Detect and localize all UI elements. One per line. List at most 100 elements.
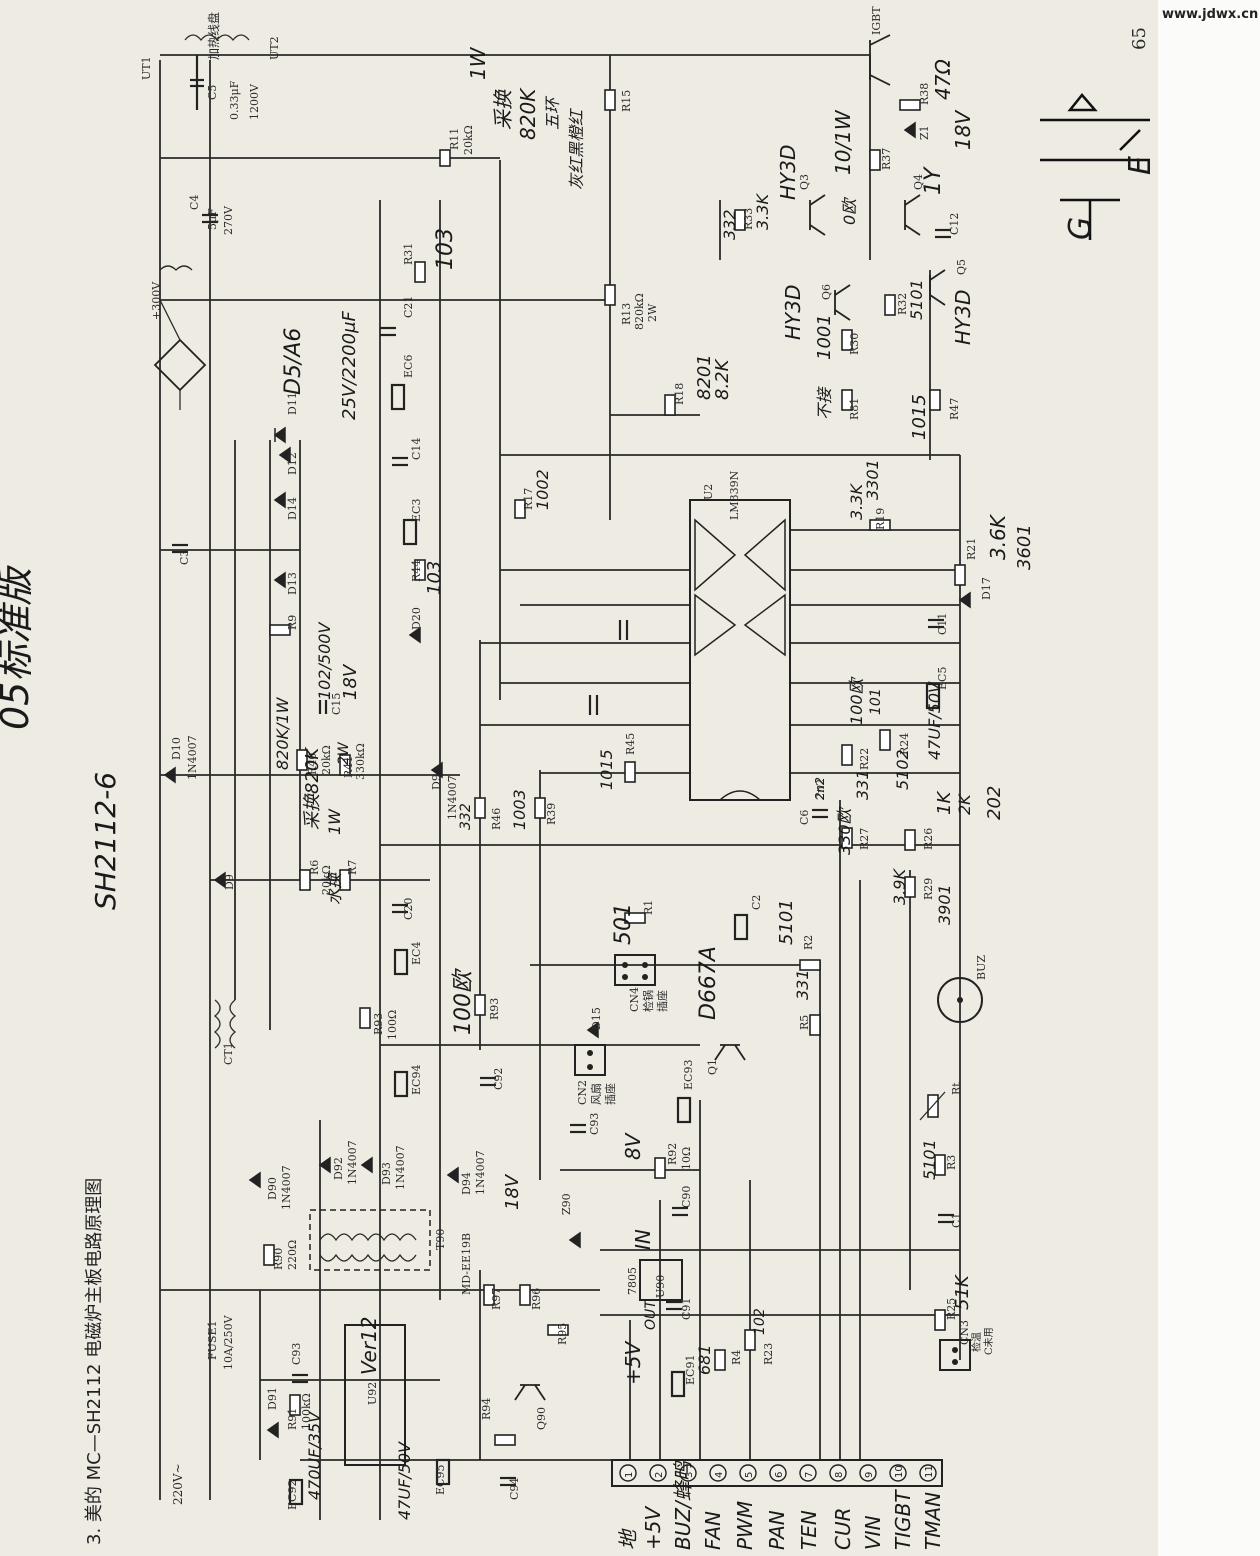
label-r81: R81 <box>848 398 861 420</box>
label-r90: R90 <box>272 1248 285 1270</box>
resistor-r3 <box>934 1154 946 1176</box>
label-r37: R37 <box>880 148 893 170</box>
note-8v: 8V <box>621 1132 645 1160</box>
label-c6: C6 <box>798 810 811 825</box>
diode-d92 <box>318 1156 331 1174</box>
label-q4: Q4 <box>912 174 925 190</box>
label-c4-value: 5μF <box>206 208 219 230</box>
resistor-r39 <box>534 797 546 819</box>
note-hy3d-q6: HY3D <box>781 285 805 340</box>
resistor-r47 <box>929 389 941 411</box>
diode-d94 <box>446 1166 459 1184</box>
label-d93-part: 1N4007 <box>394 1145 407 1190</box>
note-3-9k: 3.9K <box>890 868 909 905</box>
terminal-label-10: TIGBT <box>891 1489 915 1550</box>
label-r41-value: 330kΩ <box>354 743 367 780</box>
note-5101: 5101 <box>907 279 926 320</box>
terminal-pin-number: 11 <box>924 1465 935 1478</box>
note-0r: 0欧 <box>840 196 859 225</box>
resistor-r91 <box>289 1394 301 1416</box>
capacitor-c11 <box>928 618 944 629</box>
note-1001: 1001 <box>814 314 835 360</box>
label-r11-value: 20kΩ <box>462 125 475 155</box>
note-681: 681 <box>695 1344 714 1375</box>
label-q3: Q3 <box>798 174 811 190</box>
capacitor-c94 <box>500 1476 516 1487</box>
label-cn2-desc: 风扇 <box>589 1083 603 1105</box>
label-7805: 7805 <box>626 1267 639 1295</box>
bridge-rectifier <box>153 299 207 410</box>
terminal-pin <box>799 1464 817 1482</box>
ic-u90-7805 <box>639 1259 683 1301</box>
terminal-label-1: 地 <box>616 1528 640 1550</box>
label-r7: R7 <box>346 860 359 875</box>
diode-d91 <box>266 1421 279 1439</box>
label-ec92: EC92 <box>286 1480 299 1510</box>
label-ut2: UT2 <box>268 36 281 60</box>
note-5102: 5102 <box>893 749 912 790</box>
label-r92: R92 <box>666 1143 679 1165</box>
capacitor-c92 <box>480 1076 496 1087</box>
note-ec92: 470UF/35V <box>305 1411 324 1500</box>
label-c94: C94 <box>508 1478 521 1500</box>
resistor-r11 <box>439 149 451 167</box>
label-fuse1-rating: 10A/250V <box>222 1314 235 1370</box>
label-cn2: CN2 <box>576 1080 589 1105</box>
label-d13: D13 <box>286 572 299 595</box>
label-r23: R23 <box>762 1343 775 1365</box>
terminal-pin <box>829 1464 847 1482</box>
label-r39: R39 <box>545 803 558 825</box>
note-r6-1w: 1W <box>325 808 344 835</box>
label-r90-value: 220Ω <box>286 1240 299 1270</box>
ic-u92 <box>344 1324 406 1466</box>
terminal-pin-number: 2 <box>654 1472 665 1478</box>
note-r6-820k: 采换820K <box>302 747 323 830</box>
label-r92-value: 10Ω <box>680 1147 693 1170</box>
label-ec95: EC95 <box>434 1465 447 1495</box>
capacitor-ec92 <box>288 1478 304 1506</box>
capacitor-ec3 <box>402 518 418 546</box>
label-r40: R40 <box>306 753 319 775</box>
label-u90: U90 <box>654 1275 667 1298</box>
transistor-q5 <box>929 269 946 306</box>
label-r1: R1 <box>642 900 655 915</box>
transistor-q90 <box>514 1384 546 1401</box>
diode-d90 <box>248 1171 261 1189</box>
connector-cn2 <box>574 1044 606 1076</box>
note-ec95: 47UF/50V <box>395 1441 414 1520</box>
resistor-r93 <box>359 1007 371 1029</box>
label-r47: R47 <box>948 398 961 420</box>
note-18v-c: 18V <box>951 110 975 150</box>
note-r17-1002: 1002 <box>533 469 552 510</box>
note-202: 202 <box>984 786 1005 820</box>
comparator-b <box>694 518 737 592</box>
note-25v-2200uf: 25V/2200μF <box>339 310 360 420</box>
note-3-3k-b: 3.3K <box>847 483 866 520</box>
resistor-r22 <box>841 744 853 766</box>
note-r93-100: 100欧 <box>451 968 476 1035</box>
label-q1: Q1 <box>706 1059 719 1075</box>
label-c5-value: 0.33μF <box>228 80 241 120</box>
terminal-pin-number: 8 <box>834 1472 845 1478</box>
label-c2: C2 <box>750 895 763 910</box>
resistor-r95 <box>547 1324 569 1336</box>
label-c3: C3 <box>178 550 191 565</box>
label-r3: R3 <box>945 1155 958 1170</box>
transistor-q3 <box>809 194 826 236</box>
transistors <box>514 34 946 1401</box>
resistor-r46 <box>474 797 486 819</box>
terminal-label-3: BUZ/蜂鸣 <box>671 1459 695 1550</box>
label-cn3-desc: 检温 <box>970 1332 983 1352</box>
label-cn3: CN3 <box>958 1320 971 1345</box>
resistor-r2 <box>799 959 821 971</box>
resistor-r27 <box>841 827 853 849</box>
resistor-r33 <box>734 209 746 231</box>
label-r26: R26 <box>922 828 935 850</box>
label-cn3-desc2: C未用 <box>983 1327 995 1355</box>
label-r6-value: 20kΩ <box>320 865 333 895</box>
label-r5: R5 <box>798 1015 811 1030</box>
terminal-pin-number: 3 <box>684 1472 695 1478</box>
note-sh2112-6: SH2112-6 <box>89 772 122 910</box>
label-cn4: CN4 <box>628 987 641 1012</box>
